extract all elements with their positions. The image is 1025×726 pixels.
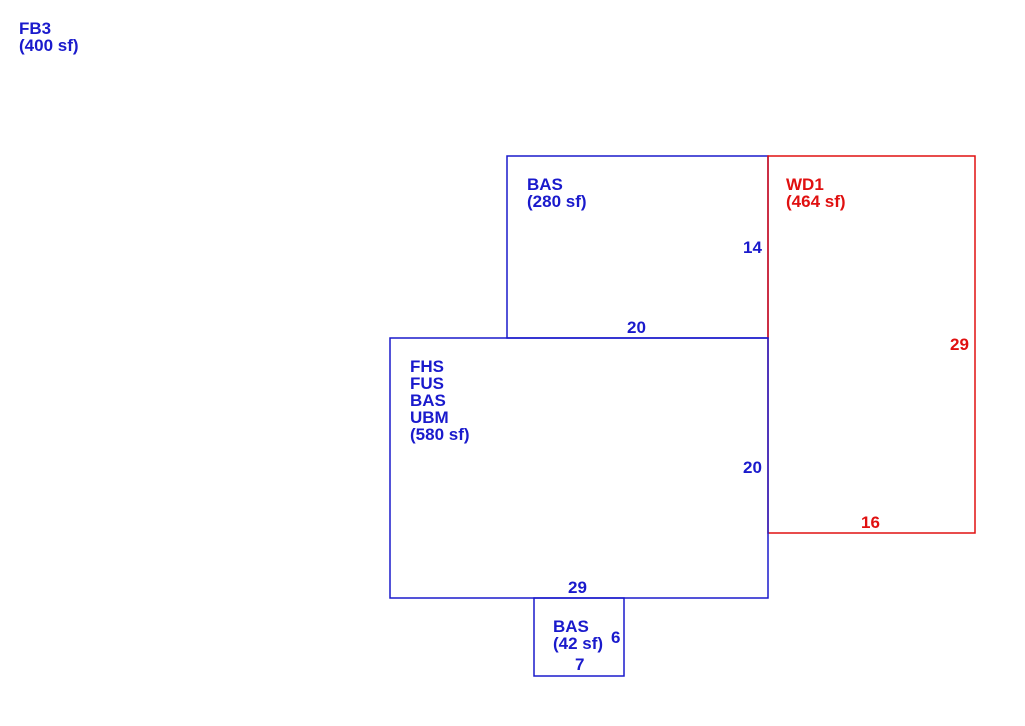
room-wd1-code: WD1: [786, 175, 824, 194]
room-wd1-area: (464 sf): [786, 192, 846, 211]
room-main-dim-bottom: 29: [568, 578, 587, 597]
room-main-code-1: FHS: [410, 357, 444, 376]
room-bas-small-area: (42 sf): [553, 634, 603, 653]
room-main-outline: [389, 337, 769, 599]
room-wd1-outline: [767, 155, 976, 534]
room-main: FHS FUS BAS UBM (580 sf) 20 29: [389, 337, 769, 599]
legend-area: (400 sf): [19, 36, 79, 55]
room-bas-upper-dim-right: 14: [743, 238, 762, 257]
room-main-code-4: UBM: [410, 408, 449, 427]
room-bas-small-dim-bottom: 7: [575, 655, 584, 674]
room-wd1-dim-bottom: 16: [861, 513, 880, 532]
room-bas-small-outline: [533, 597, 625, 677]
room-bas-upper-code: BAS: [527, 175, 563, 194]
room-bas-small-code: BAS: [553, 617, 589, 636]
room-bas-small-dim-right: 6: [611, 628, 620, 647]
room-main-code-3: BAS: [410, 391, 446, 410]
room-wd1-dim-right: 29: [950, 335, 969, 354]
room-bas-upper-dim-bottom: 20: [627, 318, 646, 337]
room-bas-small: BAS (42 sf) 6 7: [533, 597, 625, 677]
legend-fb3: FB3 (400 sf): [19, 19, 79, 55]
room-bas-upper: BAS (280 sf) 14 20: [506, 155, 769, 339]
legend-code: FB3: [19, 19, 51, 38]
room-main-area: (580 sf): [410, 425, 470, 444]
room-bas-upper-area: (280 sf): [527, 192, 587, 211]
room-wd1: WD1 (464 sf) 29 16: [767, 155, 976, 534]
room-main-code-2: FUS: [410, 374, 444, 393]
room-main-dim-right: 20: [743, 458, 762, 477]
